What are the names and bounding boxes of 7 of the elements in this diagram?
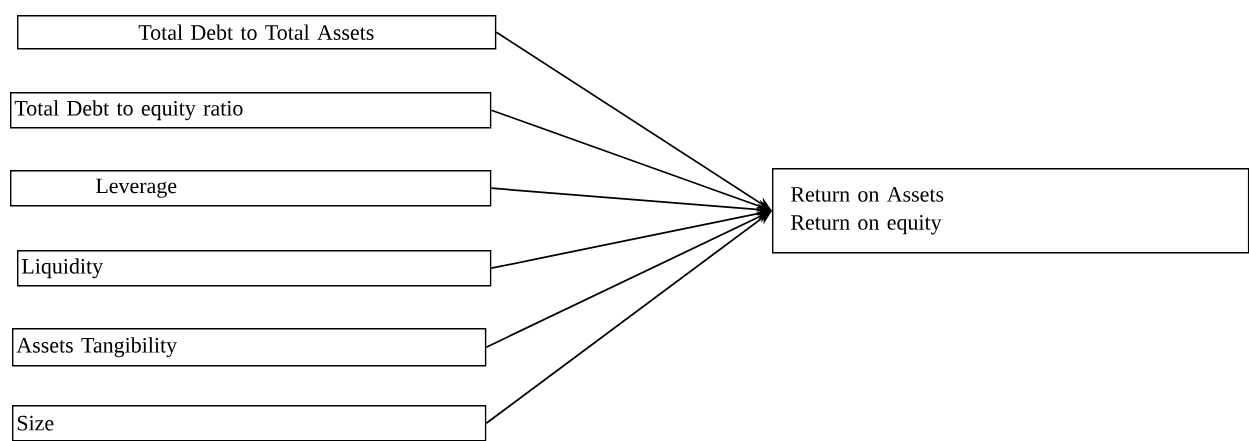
text-box: Size (12, 405, 487, 441)
text-box: Total Debt to equity ratio (10, 92, 492, 129)
text-box: Total Debt to Total Assets (17, 15, 497, 50)
text-box: Return on Assets Return on equity (772, 168, 1249, 254)
text-box: Assets Tangibility (12, 328, 487, 367)
text-box: Leverage (10, 170, 492, 207)
text-box: Liquidity (17, 250, 492, 287)
